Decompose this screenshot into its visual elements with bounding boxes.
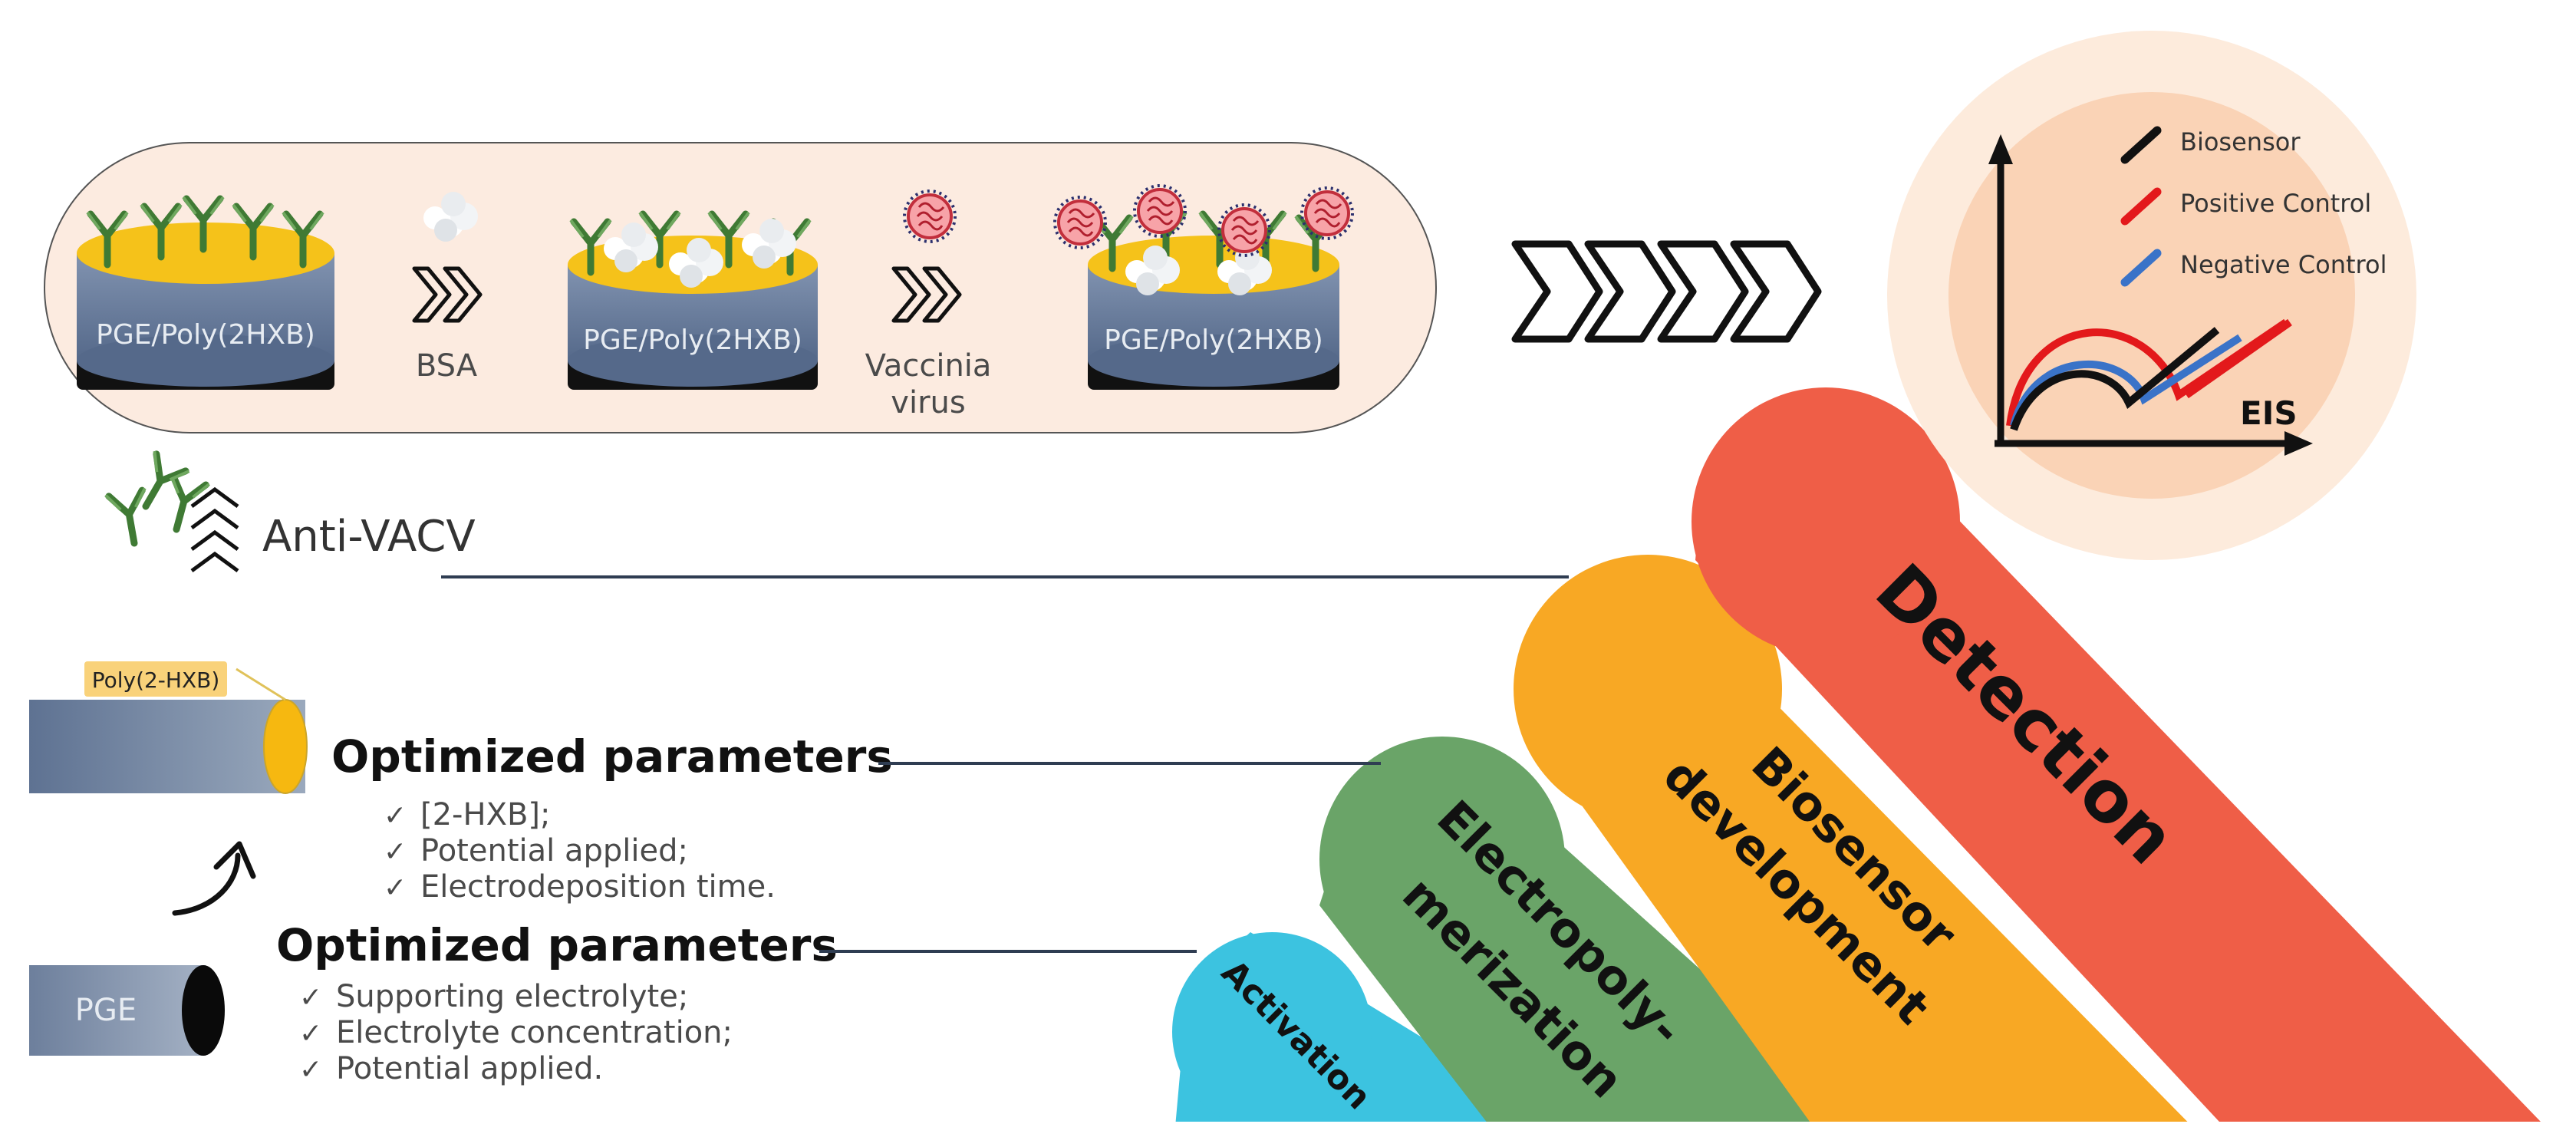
vaccinia-label-line2: virus	[891, 385, 965, 420]
poly-params-title: Optimized parameters	[331, 730, 893, 783]
legend-item-positive-control: Positive Control	[2120, 187, 2371, 226]
pge-param-item: Electrolyte concentration;	[336, 1015, 733, 1050]
legend-item-biosensor: Biosensor	[2120, 126, 2301, 164]
electropoly-band-cap	[1319, 737, 1565, 982]
eis-axis-label: EIS	[2240, 394, 2298, 432]
check-icon: ✓	[384, 836, 407, 868]
pge-param-item: Potential applied.	[336, 1051, 603, 1086]
poly-tag	[84, 661, 227, 697]
check-icon: ✓	[299, 1054, 322, 1086]
electrode-3-label: PGE/Poly(2HXB)	[1104, 325, 1323, 356]
pge-electrode-label: PGE	[75, 993, 137, 1028]
check-icon: ✓	[384, 872, 407, 904]
electrode-1-label: PGE/Poly(2HXB)	[96, 319, 315, 351]
chevron-arrow-icon	[1511, 240, 1822, 343]
detection-band-cap	[1692, 387, 1960, 656]
eis-curves	[2006, 318, 2292, 431]
poly-param-item: Potential applied;	[420, 833, 688, 868]
electrode-3	[1053, 184, 1354, 390]
plot-halo-inner	[1948, 92, 2355, 499]
electrode-2	[568, 213, 818, 390]
poly-electrode	[29, 667, 308, 794]
pge-param-item: Supporting electrolyte;	[336, 979, 688, 1014]
bsa-label: BSA	[416, 348, 478, 384]
pge-electrode	[29, 965, 225, 1056]
electrode-1	[77, 197, 334, 390]
activation-band-cap	[1172, 932, 1372, 1122]
poly-param-item: Electrodeposition time.	[420, 869, 776, 905]
antibody-icon	[106, 451, 209, 546]
eis-axes	[1988, 134, 2313, 456]
vaccinia-label-line1: Vaccinia	[865, 348, 992, 384]
curved-arrow-icon	[172, 841, 256, 916]
chevron-up-icon	[190, 486, 239, 573]
anti-vacv-label: Anti-VACV	[262, 512, 476, 562]
legend-item-negative-control: Negative Control	[2120, 249, 2387, 287]
check-icon: ✓	[384, 800, 407, 832]
poly-param-item: [2-HXB];	[420, 797, 551, 832]
pge-params-title: Optimized parameters	[276, 919, 838, 971]
electrode-2-label: PGE/Poly(2HXB)	[583, 325, 802, 356]
legend-label-negative-control: Negative Control	[2180, 250, 2387, 279]
check-icon: ✓	[299, 982, 322, 1014]
biosensor-band-cap	[1514, 555, 1782, 823]
legend-label-biosensor: Biosensor	[2180, 127, 2301, 157]
poly-tag-label: Poly(2-HXB)	[92, 667, 220, 693]
check-icon: ✓	[299, 1018, 322, 1050]
legend-label-positive-control: Positive Control	[2180, 189, 2371, 218]
